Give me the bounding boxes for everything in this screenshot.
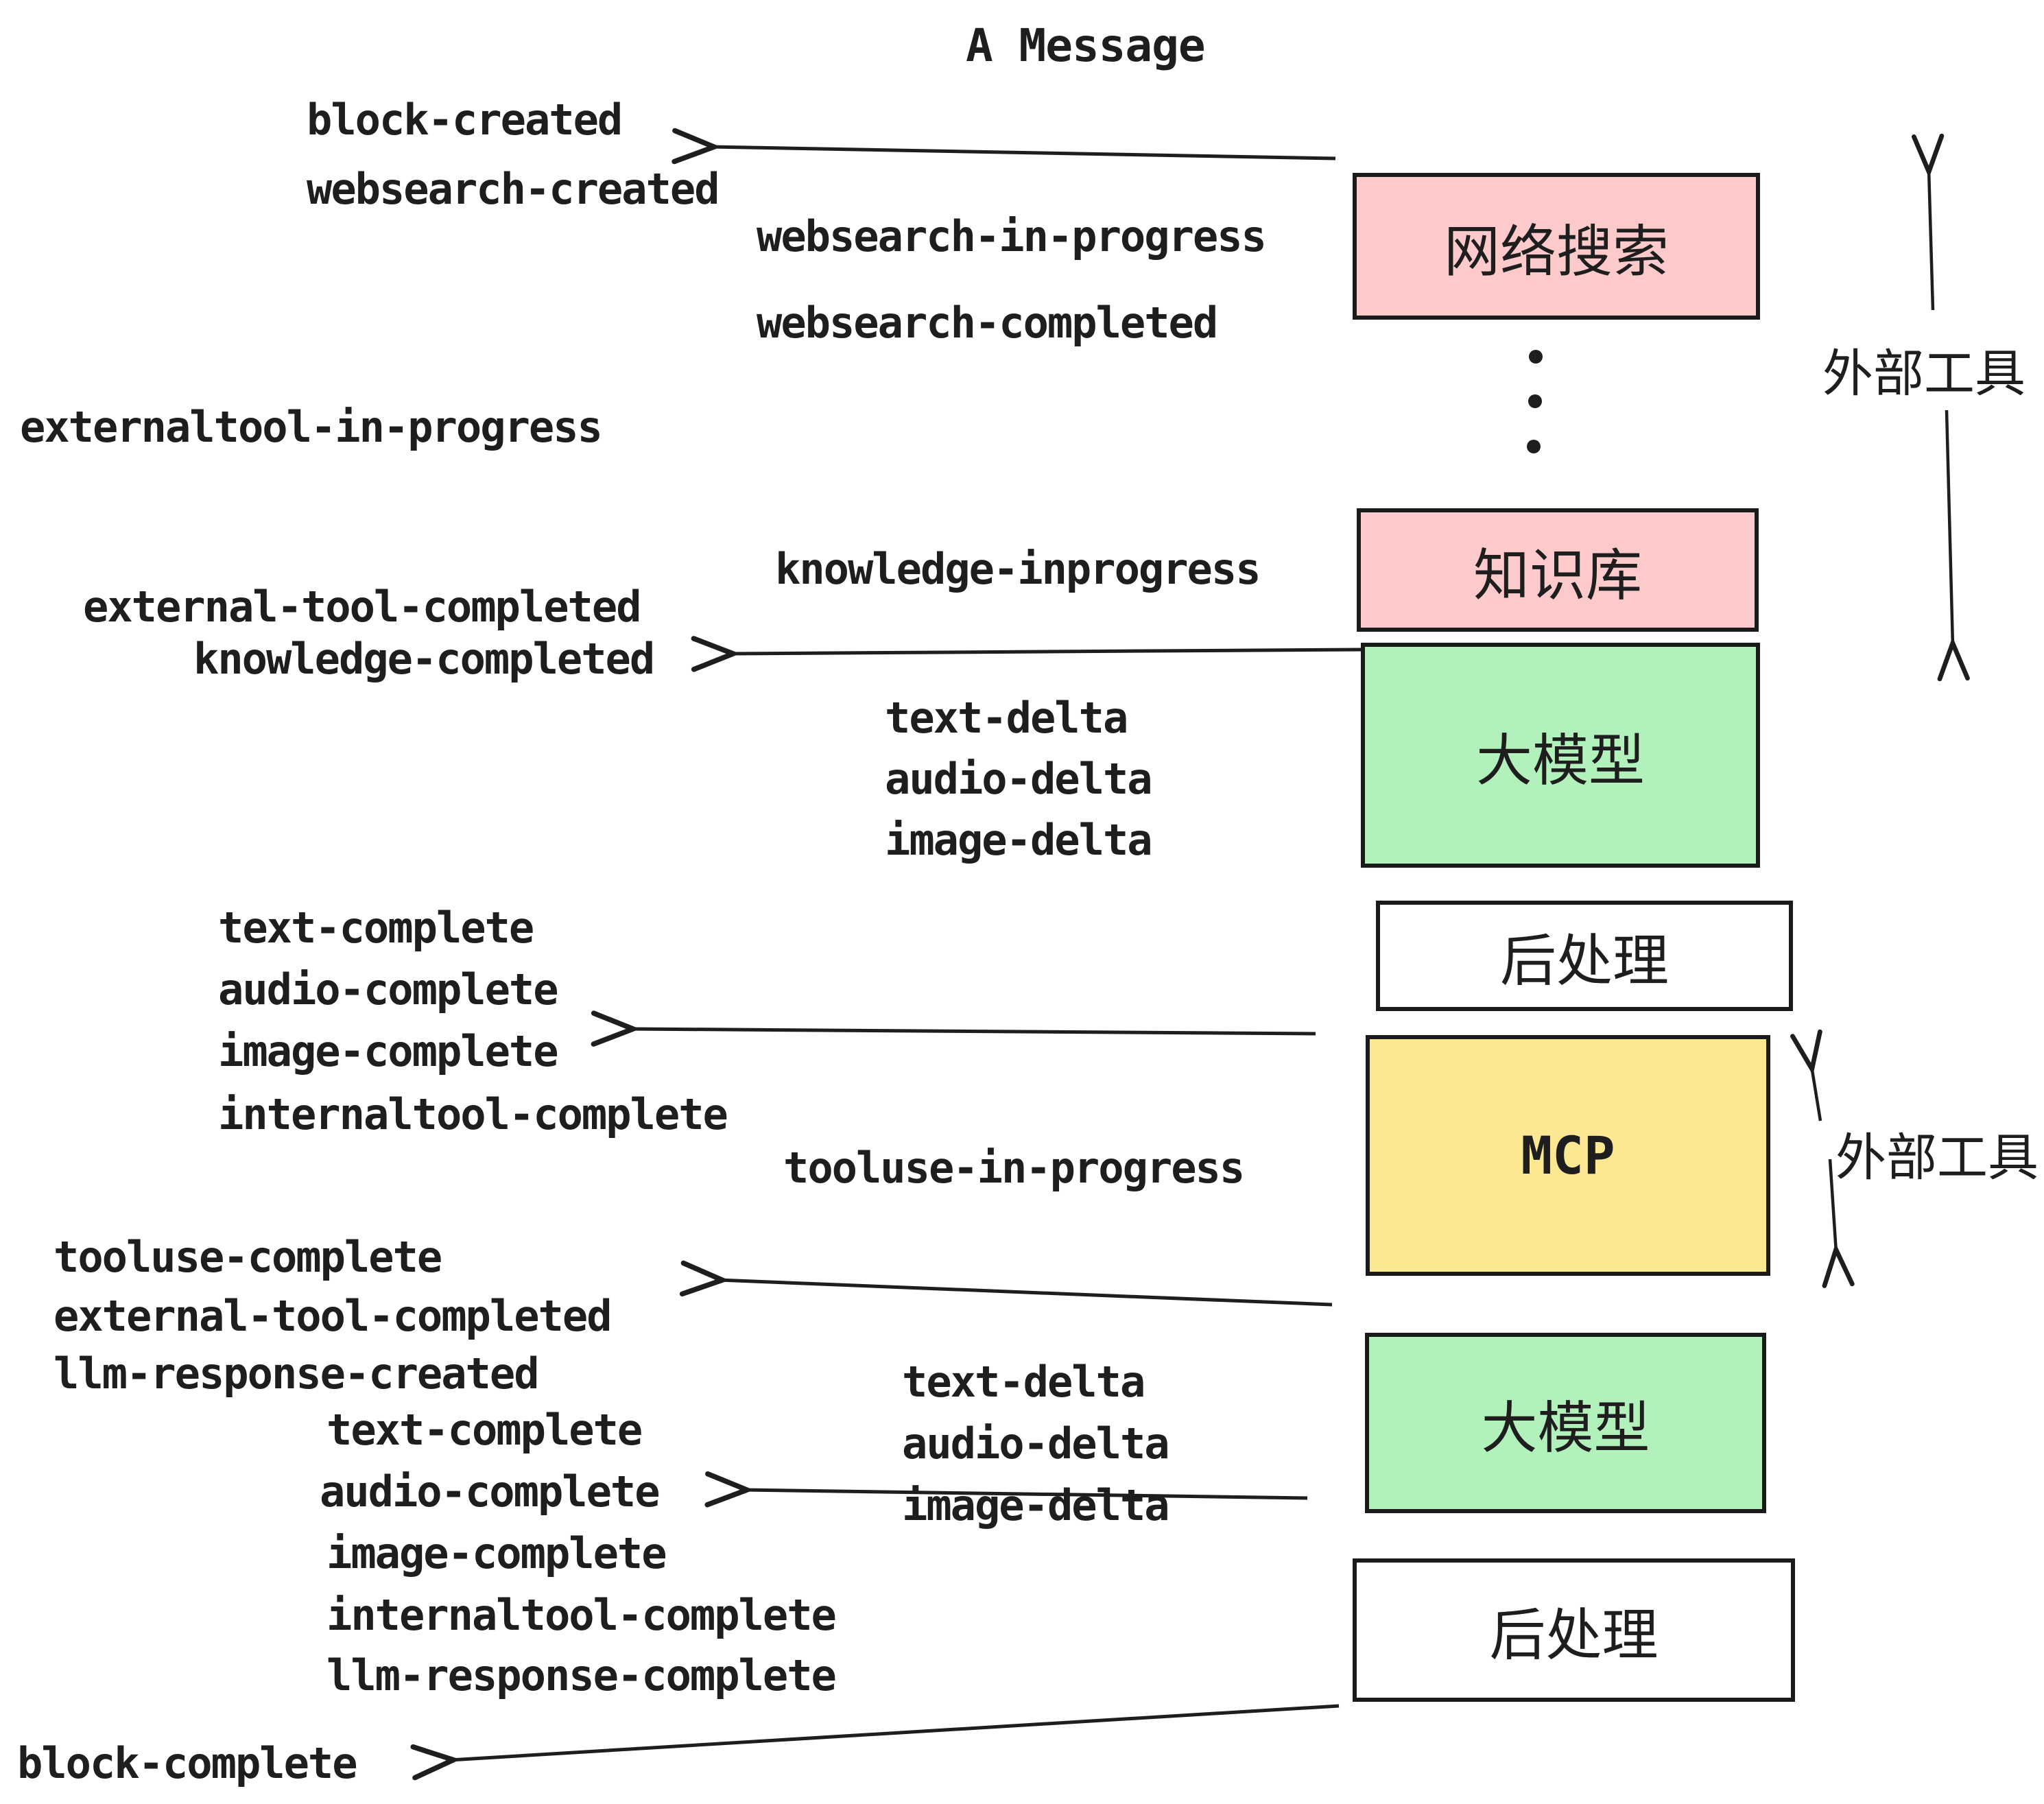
event-audio-delta-2: audio-delta <box>902 1419 1170 1469</box>
box-knowledge: 知识库 <box>1357 508 1759 632</box>
event-image-complete: image-complete <box>218 1026 559 1076</box>
event-image-delta: image-delta <box>885 815 1153 865</box>
event-block-complete: block-complete <box>17 1738 358 1788</box>
annotation-external-tools-1: 外部工具 <box>1822 345 2025 402</box>
vertical-ellipsis-icon <box>1527 350 1543 453</box>
arrow-knowledge-completed <box>730 650 1362 654</box>
box-mcp: MCP <box>1366 1035 1770 1276</box>
arrow-block-created <box>711 147 1336 158</box>
event-tooluse-complete: tooluse-complete <box>54 1232 442 1282</box>
event-image-delta-2: image-delta <box>902 1480 1170 1530</box>
arrow-external-tools-up-1 <box>1929 169 1933 311</box>
box-llm-1: 大模型 <box>1361 643 1760 868</box>
box-postprocess-1: 后处理 <box>1376 901 1793 1011</box>
event-external-tool-completed: external-tool-completed <box>83 582 642 632</box>
event-image-complete-2: image-complete <box>326 1528 667 1578</box>
event-audio-complete: audio-complete <box>218 964 559 1014</box>
arrow-external-tools-down-2 <box>1830 1159 1836 1253</box>
arrow-external-tools-up-2 <box>1811 1066 1820 1121</box>
arrow-audio-complete <box>744 1490 1308 1498</box>
event-externaltool-in-progress: externaltool-in-progress <box>20 402 603 452</box>
box-postprocess-1-label: 后处理 <box>1499 930 1669 993</box>
box-websearch: 网络搜索 <box>1353 173 1760 320</box>
arrow-block-complete <box>450 1704 1340 1760</box>
annotation-external-tools-2: 外部工具 <box>1835 1129 2039 1186</box>
event-text-complete-2: text-complete <box>326 1405 643 1455</box>
event-audio-delta: audio-delta <box>885 754 1153 804</box>
event-knowledge-inprogress: knowledge-inprogress <box>775 544 1261 594</box>
event-internaltool-complete: internaltool-complete <box>218 1089 728 1139</box>
box-postprocess-2-label: 后处理 <box>1489 1604 1659 1667</box>
box-websearch-label: 网络搜索 <box>1443 220 1669 283</box>
event-websearch-completed: websearch-completed <box>757 298 1218 348</box>
event-websearch-in-progress: websearch-in-progress <box>757 211 1267 261</box>
event-tooluse-in-progress: tooluse-in-progress <box>783 1143 1245 1193</box>
box-knowledge-label: 知识库 <box>1473 544 1642 607</box>
event-llm-response-complete: llm-response-complete <box>326 1650 837 1700</box>
event-text-delta: text-delta <box>885 693 1128 743</box>
event-text-complete: text-complete <box>218 903 534 953</box>
diagram-title: A Message <box>966 19 1206 72</box>
box-llm-2: 大模型 <box>1365 1333 1766 1513</box>
event-external-tool-completed-2: external-tool-completed <box>54 1291 613 1341</box>
event-text-delta-2: text-delta <box>902 1357 1145 1407</box>
arrow-external-tools-down-1 <box>1947 410 1953 646</box>
box-mcp-label: MCP <box>1521 1125 1615 1186</box>
box-llm-2-label: 大模型 <box>1481 1397 1650 1460</box>
arrow-tooluse-complete <box>719 1280 1333 1307</box>
event-audio-complete-2: audio-complete <box>320 1467 661 1517</box>
event-llm-response-created: llm-response-created <box>54 1349 540 1399</box>
event-websearch-created: websearch-created <box>307 164 720 214</box>
box-postprocess-2: 后处理 <box>1353 1558 1795 1702</box>
event-internaltool-complete-2: internaltool-complete <box>326 1590 837 1640</box>
box-llm-1-label: 大模型 <box>1475 729 1645 792</box>
arrow-image-complete <box>630 1029 1316 1034</box>
event-block-created: block-created <box>307 95 623 145</box>
event-knowledge-completed: knowledge-completed <box>193 634 655 684</box>
